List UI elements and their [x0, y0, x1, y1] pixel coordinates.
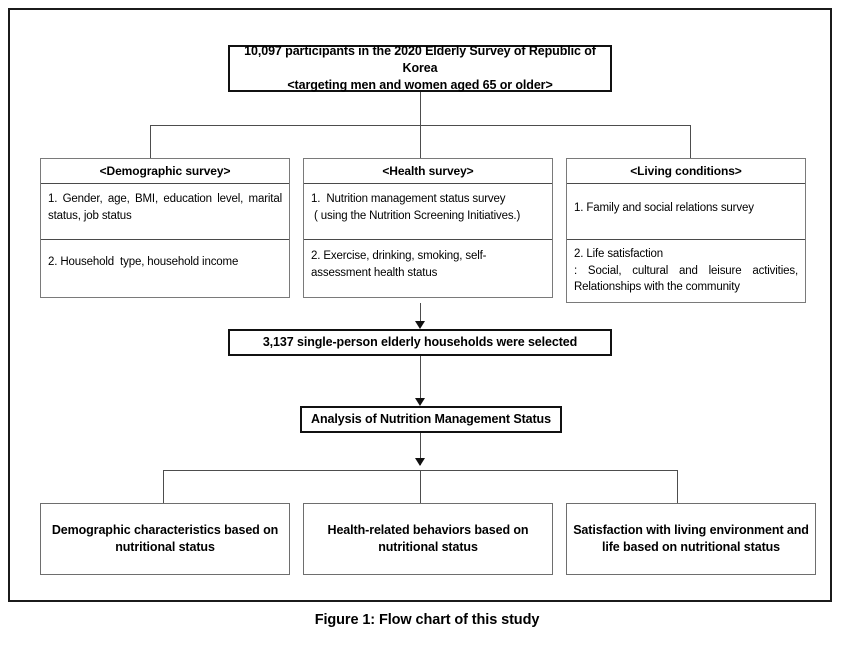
node-outcome-health-line1: Health-related behaviors based on [327, 523, 529, 538]
panel-health-survey-header: <Health survey> [304, 159, 552, 184]
node-outcome-satisfaction-line1: Satisfaction with living environment and [573, 523, 809, 538]
panel-living-conditions-header: <Living conditions> [567, 159, 805, 184]
panel-health-survey-row-2-line1: 2. Exercise, drinking, smoking, self- [311, 250, 487, 262]
connector-outcome-branch-center [420, 470, 421, 503]
figure-caption: Figure 1: Flow chart of this study [314, 612, 540, 628]
node-total-participants: 10,097 participants in the 2020 Elderly … [228, 44, 612, 92]
panel-demographic-survey-row-1: 1. Gender, age, BMI, education level, ma… [41, 184, 289, 239]
panel-demographic-survey-row-1-line2: status, job status [48, 209, 132, 222]
panel-living-conditions-row-2: 2. Life satisfaction : Social, cultural … [567, 239, 805, 302]
panel-demographic-survey-row-2-line1: 2. Household type, household income [48, 256, 239, 268]
panel-living-conditions-row-2-line1: 2. Life satisfaction [574, 248, 664, 260]
node-selected-households-label: 3,137 single-person elderly households w… [262, 335, 578, 350]
connector-top-branch-right [690, 125, 691, 158]
node-outcome-demographic: Demographic characteristics based on nut… [40, 503, 290, 575]
node-analysis: Analysis of Nutrition Management Status [300, 406, 562, 433]
panel-health-survey: <Health survey> 1. Nutrition management … [303, 158, 553, 298]
arrow-to-selection [415, 321, 425, 329]
connector-outcome-branch-right [677, 470, 678, 503]
panel-living-conditions-row-1: 1. Family and social relations survey [567, 184, 805, 239]
connector-analysis-stem [420, 433, 421, 465]
connector-top-branch-center [420, 125, 421, 158]
panel-living-conditions-row-2-line2: : Social, cultural and leisure activitie… [574, 264, 798, 277]
connector-outcome-branch-left [163, 470, 164, 503]
panel-health-survey-row-1-line1: 1. Nutrition management status survey [311, 193, 506, 205]
panel-living-conditions-row-2-line3: Relationships with the community [574, 281, 740, 294]
connector-selection-to-analysis [420, 356, 421, 398]
node-outcome-satisfaction-line2: life based on nutritional status [601, 540, 781, 554]
node-outcome-satisfaction: Satisfaction with living environment and… [566, 503, 816, 575]
panel-demographic-survey-row-2: 2. Household type, household income [41, 239, 289, 277]
node-outcome-health: Health-related behaviors based on nutrit… [303, 503, 553, 575]
panel-health-survey-row-2-line2: assessment health status [311, 266, 438, 279]
connector-top-stem [420, 92, 421, 125]
connector-top-branch-left [150, 125, 151, 158]
panel-demographic-survey: <Demographic survey> 1. Gender, age, BMI… [40, 158, 290, 298]
node-total-participants-line1: 10,097 participants in the 2020 Elderly … [244, 44, 596, 76]
node-outcome-health-line2: nutritional status [378, 540, 478, 554]
panel-health-survey-row-1: 1. Nutrition management status survey ( … [304, 184, 552, 239]
arrow-to-analysis [415, 398, 425, 406]
node-outcome-demographic-line1: Demographic characteristics based on [51, 523, 279, 538]
panel-health-survey-row-1-line2: ( using the Nutrition Screening Initiati… [311, 209, 521, 222]
node-analysis-label: Analysis of Nutrition Management Status [311, 412, 551, 427]
panel-health-survey-row-2: 2. Exercise, drinking, smoking, self- as… [304, 239, 552, 287]
panel-demographic-survey-row-1-line1: 1. Gender, age, BMI, education level, ma… [48, 193, 282, 205]
panel-demographic-survey-header: <Demographic survey> [41, 159, 289, 184]
node-selected-households: 3,137 single-person elderly households w… [228, 329, 612, 356]
connector-health-to-selection [420, 303, 421, 322]
node-total-participants-line2: <targeting men and women aged 65 or olde… [287, 77, 553, 92]
panel-living-conditions-row-1-line1: 1. Family and social relations survey [574, 202, 754, 214]
arrow-to-outcomes [415, 458, 425, 466]
panel-living-conditions: <Living conditions> 1. Family and social… [566, 158, 806, 303]
node-outcome-demographic-line2: nutritional status [115, 540, 215, 554]
